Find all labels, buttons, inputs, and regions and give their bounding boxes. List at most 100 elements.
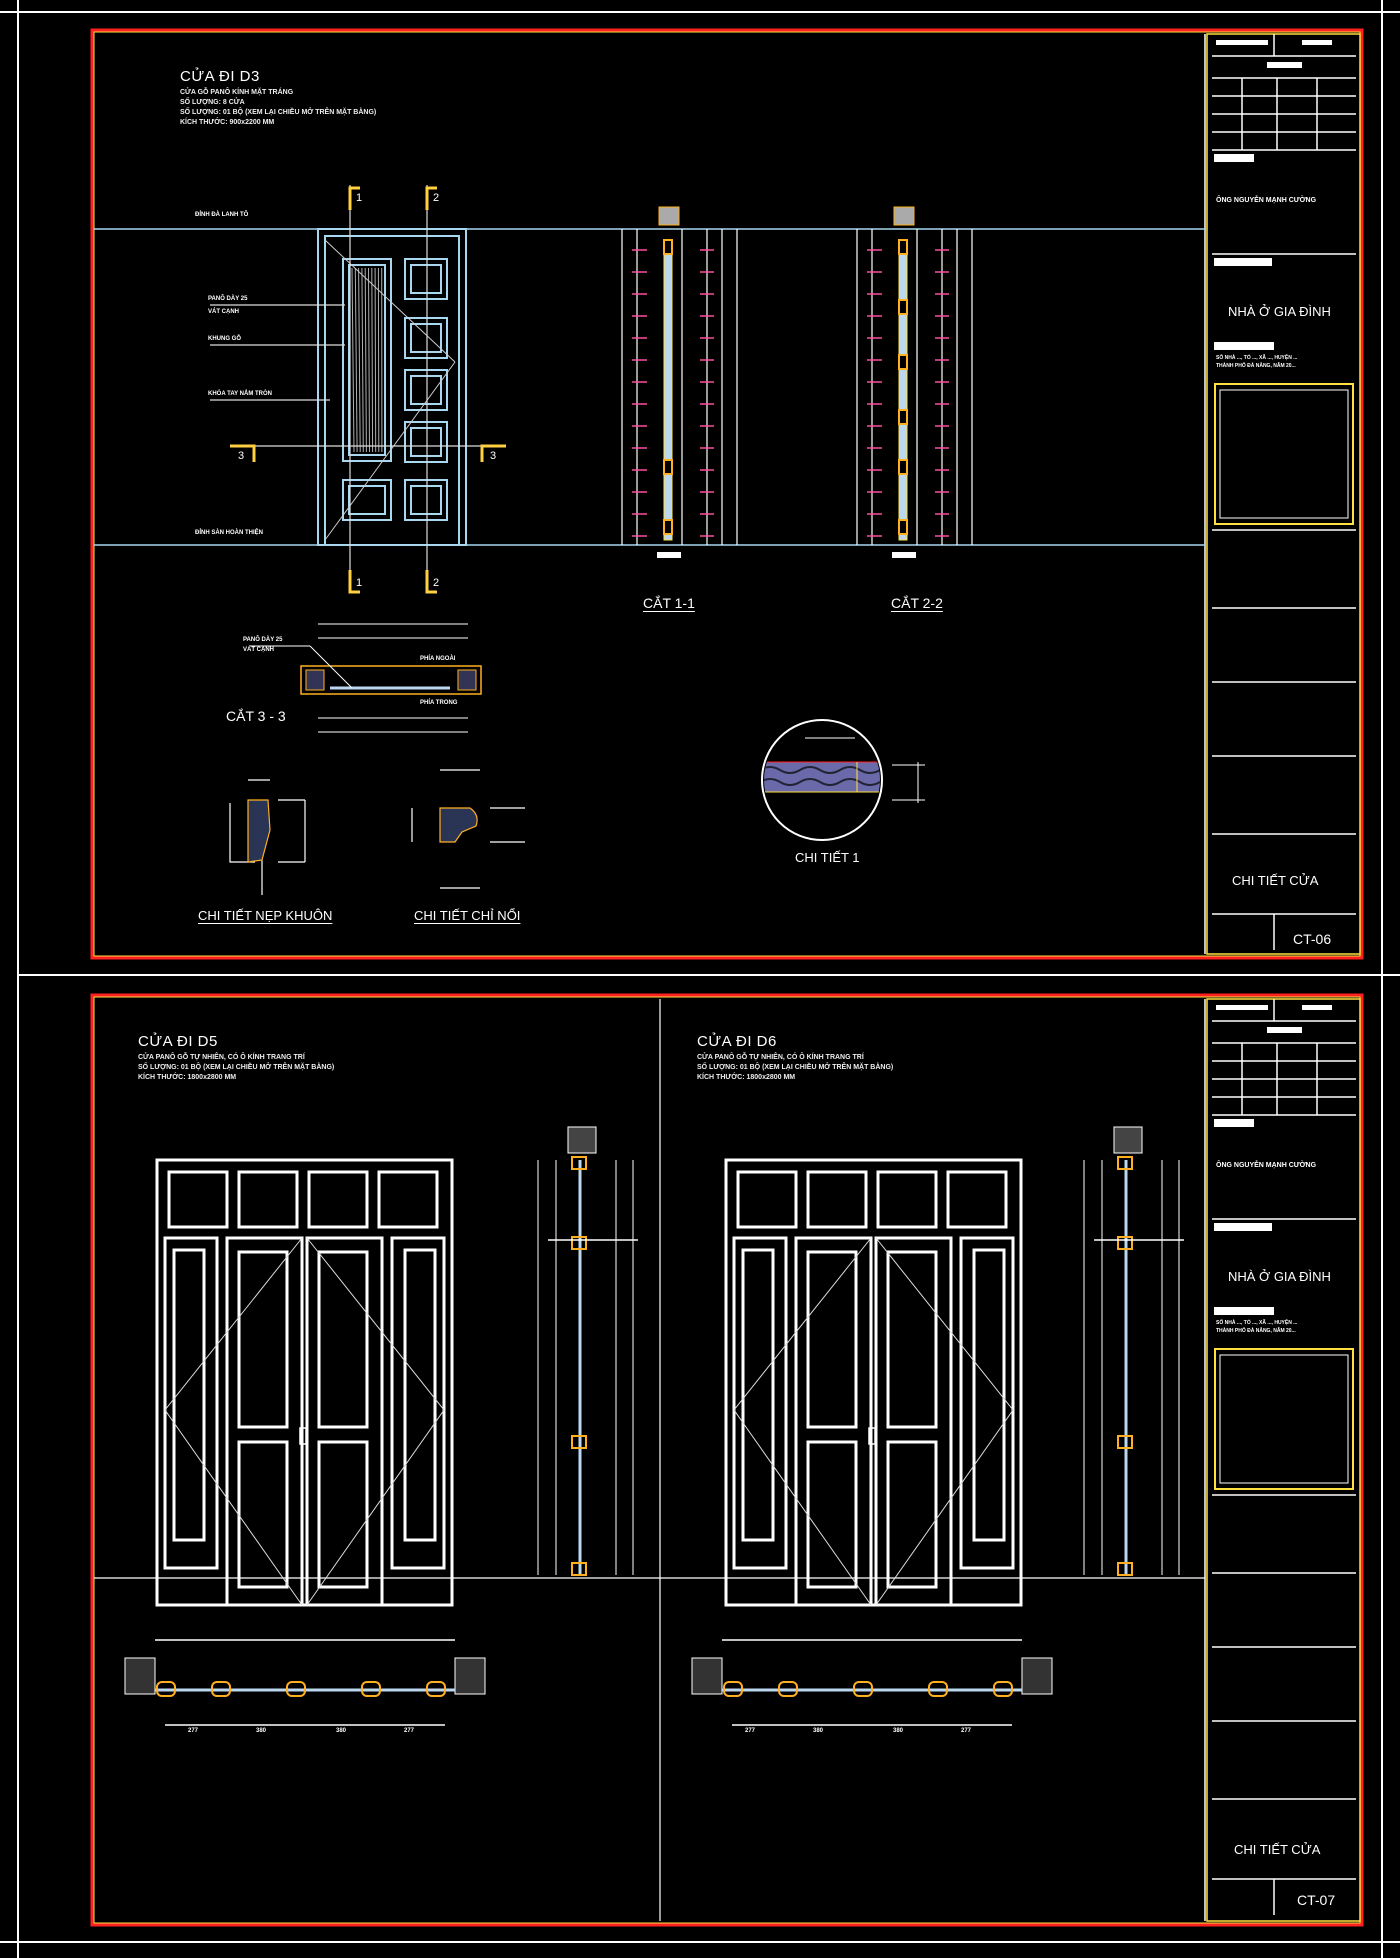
d3-section-lines	[210, 185, 500, 590]
spec-line: CỬA PANÔ GỖ TỰ NHIÊN, CÓ Ô KÍNH TRANG TR…	[697, 1054, 864, 1061]
door-frame	[724, 1158, 1023, 1607]
caption-detail-nep-khuan: CHI TIẾT NẸP KHUÔN	[198, 908, 333, 923]
section-markers	[230, 186, 506, 594]
tb-block	[1214, 342, 1274, 350]
section-mark-2-bottom: 2	[433, 577, 440, 589]
wood-block	[571, 1562, 587, 1576]
section-mark-2-top: 2	[433, 192, 440, 204]
d5-dim: 380	[256, 1728, 267, 1734]
wood-block	[1117, 1435, 1133, 1449]
frame-profile	[286, 1681, 306, 1697]
transom-panel	[377, 1170, 439, 1229]
detail-chi-noi	[411, 769, 525, 889]
door-d6-elevation	[724, 1158, 1023, 1607]
tb-logo-frame	[1214, 1348, 1354, 1490]
frame-profile	[853, 1681, 873, 1697]
panel-inner	[410, 264, 442, 294]
caption-detail-1: CHI TIẾT 1	[795, 850, 860, 865]
tb-block	[1216, 1005, 1268, 1010]
d3-small-panels	[404, 258, 448, 521]
wall-block	[658, 206, 680, 226]
detail-1-circle	[761, 719, 925, 841]
tb-block	[1214, 1223, 1272, 1231]
spec-line: KÍCH THƯỚC: 900x2200 MM	[180, 119, 275, 126]
glass-strip	[663, 239, 673, 541]
caption-cut-1-1: CẮT 1-1	[643, 595, 695, 611]
wood-block	[1117, 1156, 1133, 1170]
spec-line: CỬA PANÔ GỖ TỰ NHIÊN, CÓ Ô KÍNH TRANG TR…	[138, 1054, 305, 1061]
d6-dim: 380	[893, 1728, 904, 1734]
wood-block	[571, 1156, 587, 1170]
leaf-right-upper	[886, 1250, 938, 1429]
tb2-drawing-code: CT-07	[1297, 1892, 1336, 1908]
wall-right	[1021, 1657, 1053, 1695]
tb-block	[1214, 258, 1272, 266]
wood-block	[1117, 1562, 1133, 1576]
section-mark-1-bottom: 1	[356, 577, 363, 589]
transom-panel	[876, 1170, 938, 1229]
glass-strip	[898, 239, 908, 541]
title-block-1-grid	[1212, 34, 1356, 950]
label-handle: KHÓA TAY NẮM TRÒN	[208, 391, 273, 397]
spec-line: KÍCH THƯỚC: 1800x2800 MM	[138, 1074, 237, 1081]
panel-inner	[410, 427, 442, 457]
frame-profile	[778, 1681, 798, 1697]
level-lines	[94, 228, 1205, 546]
detail-nep-khuan	[229, 779, 306, 895]
d5-dim: 380	[336, 1728, 347, 1734]
transom-panel	[946, 1170, 1008, 1229]
grain-line	[361, 267, 364, 453]
dim-label-block	[657, 552, 681, 558]
frame-profile	[723, 1681, 743, 1697]
d3-wood-grain	[351, 267, 383, 453]
wall-block	[1113, 1126, 1143, 1154]
tb-logo-inner	[1219, 1354, 1349, 1484]
panel	[404, 421, 448, 463]
transom-panel	[237, 1170, 299, 1229]
tb1-address-1: SỐ NHÀ ..., TỔ ..., XÃ ..., HUYỆN ...	[1216, 355, 1298, 361]
sheet1-title: CỬA ĐI D3	[180, 68, 260, 85]
d5-dim: 277	[188, 1728, 199, 1734]
frame-profile	[156, 1681, 176, 1697]
tb-block	[1267, 62, 1302, 68]
label-outside: PHÍA NGOÀI	[420, 656, 456, 662]
wood-block	[571, 1435, 587, 1449]
cut-1-1	[621, 206, 738, 558]
door-d6-section	[1083, 1126, 1184, 1576]
leaf-left	[794, 1236, 873, 1607]
panel	[404, 369, 448, 411]
grain-line	[354, 267, 358, 453]
d6-title: CỬA ĐI D6	[697, 1033, 777, 1050]
dim-label-block	[892, 552, 916, 558]
grain-line	[374, 267, 377, 453]
d5-dim: 277	[404, 1728, 415, 1734]
panel-inner	[410, 485, 442, 515]
tb-block	[1214, 154, 1254, 162]
door-d5-section	[537, 1126, 638, 1576]
d6-dim: 277	[961, 1728, 972, 1734]
transom-panel	[307, 1170, 369, 1229]
wood-block	[898, 519, 908, 535]
grain-line	[364, 267, 367, 453]
panel-inner	[410, 375, 442, 405]
label-glass: PANÔ DÀY 25	[208, 296, 248, 302]
spec-line: KÍCH THƯỚC: 1800x2800 MM	[697, 1074, 796, 1081]
panel	[404, 317, 448, 359]
label-cut33-glass: PANÔ DÀY 25	[243, 637, 283, 643]
leaf-right-lower	[317, 1440, 369, 1589]
tb1-drawing-name: CHI TIẾT CỬA	[1232, 873, 1319, 888]
door-d3-elevation	[317, 228, 467, 546]
d5-specs: CỬA PANÔ GỖ TỰ NHIÊN, CÓ Ô KÍNH TRANG TR…	[138, 1053, 334, 1083]
section-mark-3-right: 3	[490, 450, 497, 462]
leaf-right-lower	[886, 1440, 938, 1589]
swing-line	[306, 1237, 445, 1606]
tb2-address-2: THÀNH PHỐ ĐÀ NẴNG, NĂM 20...	[1216, 1328, 1296, 1334]
frame-profile	[361, 1681, 381, 1697]
frame-profile	[211, 1681, 231, 1697]
door-d6-plan	[691, 1639, 1053, 1726]
sidelight-right	[390, 1236, 446, 1570]
wood-block	[898, 299, 908, 315]
leaf-right	[305, 1236, 384, 1607]
caption-cut-3-3: CẮT 3 - 3	[226, 708, 286, 724]
